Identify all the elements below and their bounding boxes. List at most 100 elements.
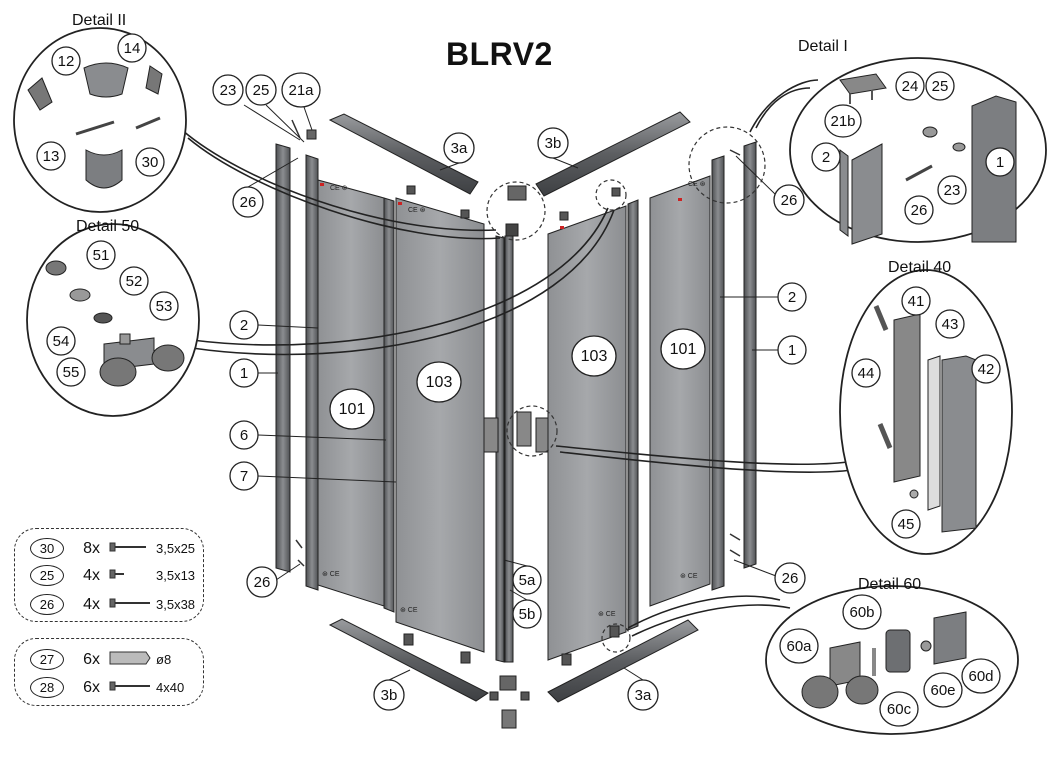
legend-qty: 8x [83,539,100,557]
legend-qty: 6x [83,678,100,696]
callout-circle [512,599,542,629]
callout-c-6: 6 [229,420,259,450]
callout-label: 26 [911,202,928,219]
legend-spec: 4x40 [156,680,185,695]
callout-circle [937,175,967,205]
page-title: BLRV2 [446,36,553,72]
callout-label: 25 [932,78,949,95]
rail-3a-top [328,113,479,195]
callout-circle [149,291,179,321]
callout-c-41: 41 [901,286,931,316]
panel-103-left [395,197,485,653]
handle-right [516,411,532,447]
callout-c-21b: 21b [824,104,862,138]
callout-label: 3a [451,140,468,157]
ce-mark: CE ⊛ [688,181,706,188]
fitting [403,633,414,646]
screw [729,533,741,541]
callout-circle [777,335,807,365]
fitting [561,653,572,666]
callout-c-3a-bot: 3a [627,679,659,711]
rail-3b-top [535,111,691,197]
callout-circle [416,361,462,403]
wall-profile-right [743,141,757,569]
callout-c-103-left: 103 [416,361,462,403]
callout-label: 103 [581,348,608,365]
detail-marker-bottom [601,623,631,653]
callout-label: 26 [240,194,257,211]
legend-row: 26 4x 3,5x38 [30,594,195,615]
callout-label: 23 [944,182,961,199]
legend-screw-icons [109,542,151,691]
detail-40-label: Detail 40 [888,259,952,276]
corner-connector-bottom [501,709,517,729]
callout-c-3b-top: 3b [537,127,569,159]
callout-label: 101 [670,341,697,358]
legend-spec: ø8 [156,652,172,667]
callout-c-1-det: 1 [985,147,1015,177]
callout-circle [229,358,259,388]
screw-28-icon [109,681,150,691]
callout-circle [895,71,925,101]
callout-c-3a-top: 3a [443,132,475,164]
screw [295,539,303,549]
callout-circle [229,420,259,450]
callout-circle [512,565,542,595]
legend-qty: 4x [83,595,100,613]
callout-c-25-det: 25 [925,71,955,101]
rail-3b-bottom [328,618,489,702]
legend-row: 30 8x 3,5x25 [30,538,195,559]
ce-mark: ⊛ CE [680,573,698,580]
callout-label: 5a [519,572,536,589]
handle-left [483,417,499,453]
callout-circle [842,594,882,630]
callout-circle [773,184,805,216]
callout-circle [51,46,81,76]
callout-c-23-det: 23 [937,175,967,205]
callout-c-2-det: 2 [811,142,841,172]
callout-c-26-tr: 26 [773,184,805,216]
callout-c-25-top: 25 [245,74,277,106]
callout-c-44: 44 [851,358,881,388]
legend-code: 25 [30,565,64,586]
legend-spec: 3,5x13 [156,568,196,583]
legend-row: 27 6x ø8 [30,649,171,670]
screw [729,149,741,156]
callout-label: 26 [781,192,798,209]
callout-label: 60e [930,682,955,699]
legend-row: 25 4x 3,5x13 [30,565,195,586]
callout-c-1-right: 1 [777,335,807,365]
callout-circle [373,679,405,711]
callout-label: 44 [858,365,875,382]
right-assembly: CE ⊛ ⊛ CE ⊛ CE [535,111,757,703]
fitting [460,651,471,664]
callout-circle [891,509,921,539]
callout-circle [117,33,147,63]
callout-circle [627,679,659,711]
callout-c-2-right: 2 [777,282,807,312]
callout-c-60e: 60e [923,672,963,708]
callout-c-43: 43 [935,309,965,339]
fitting [460,209,470,219]
callout-circle [46,326,76,356]
callout-c-13: 13 [36,141,66,171]
legend-code: 28 [30,677,64,698]
callout-circle [985,147,1015,177]
legend-code: 30 [30,538,64,559]
legend-spec: 3,5x25 [156,541,196,556]
glass-mark [398,202,402,205]
callout-circle [537,127,569,159]
callout-circle [961,658,1001,694]
detail-connectors [181,79,853,637]
callout-c-55: 55 [56,357,86,387]
callout-label: 12 [58,53,75,70]
callout-c-30: 30 [135,147,165,177]
callout-label: 14 [124,40,141,57]
callout-circle [212,74,244,106]
callout-label: 2 [788,289,796,306]
profile-6-7 [383,197,395,613]
detail-40-bubble [839,269,1013,555]
callout-label: 60c [887,701,912,718]
callout-label: 5b [519,606,536,623]
corner-connector-top [507,185,527,201]
